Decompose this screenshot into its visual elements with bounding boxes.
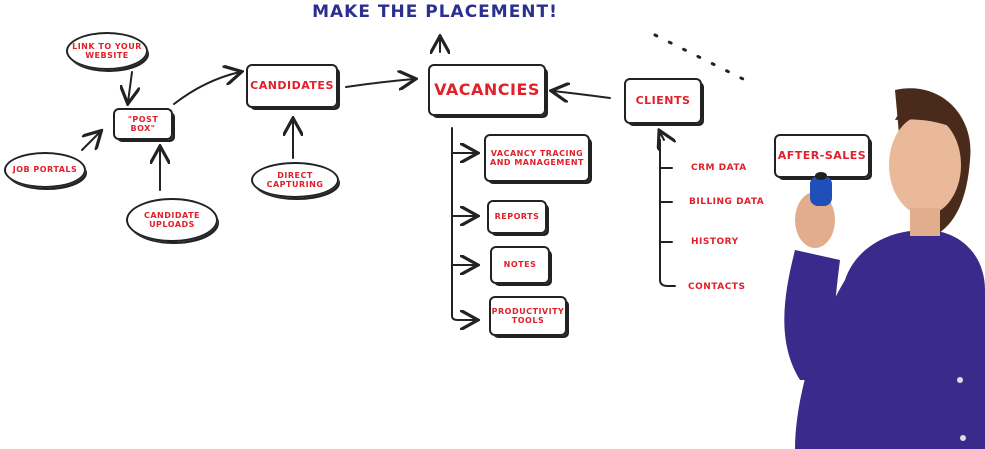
arrow-jobportals-to-postbox (81, 132, 100, 151)
client-item-crm: CRM DATA (691, 163, 747, 173)
node-notes: NOTES (490, 246, 550, 284)
node-direct-capturing: DIRECT CAPTURING (251, 162, 339, 198)
node-post-box: "POST BOX" (113, 108, 173, 140)
vacancies-branch-line (451, 127, 476, 320)
clients-branch-arrow (660, 132, 664, 140)
node-candidate-uploads: CANDIDATE UPLOADS (126, 198, 218, 242)
dotted-line (653, 33, 757, 87)
node-candidates: CANDIDATES (246, 64, 338, 108)
woman-with-marker-image (784, 88, 985, 449)
client-item-contacts: CONTACTS (688, 282, 746, 292)
node-vacancy-tracing: VACANCY TRACING AND MANAGEMENT (484, 134, 590, 182)
arrow-website-to-postbox (128, 71, 132, 102)
node-productivity-tools: PRODUCTIVITY TOOLS (489, 296, 567, 336)
node-vacancies: VACANCIES (428, 64, 546, 116)
node-reports: REPORTS (487, 200, 547, 234)
node-link-website: LINK TO YOUR WEBSITE (66, 32, 148, 70)
arrow-candidates-to-vacancies (345, 79, 414, 87)
arrow-clients-to-vacancies (553, 91, 611, 98)
client-item-billing: BILLING DATA (689, 197, 765, 207)
node-clients: CLIENTS (624, 78, 702, 124)
arrow-postbox-to-candidates (173, 72, 240, 105)
diagram-title: MAKE THE PLACEMENT! (312, 2, 558, 22)
clients-branch-line (659, 139, 676, 287)
node-job-portals: JOB PORTALS (4, 152, 86, 188)
client-item-history: HISTORY (691, 237, 739, 247)
